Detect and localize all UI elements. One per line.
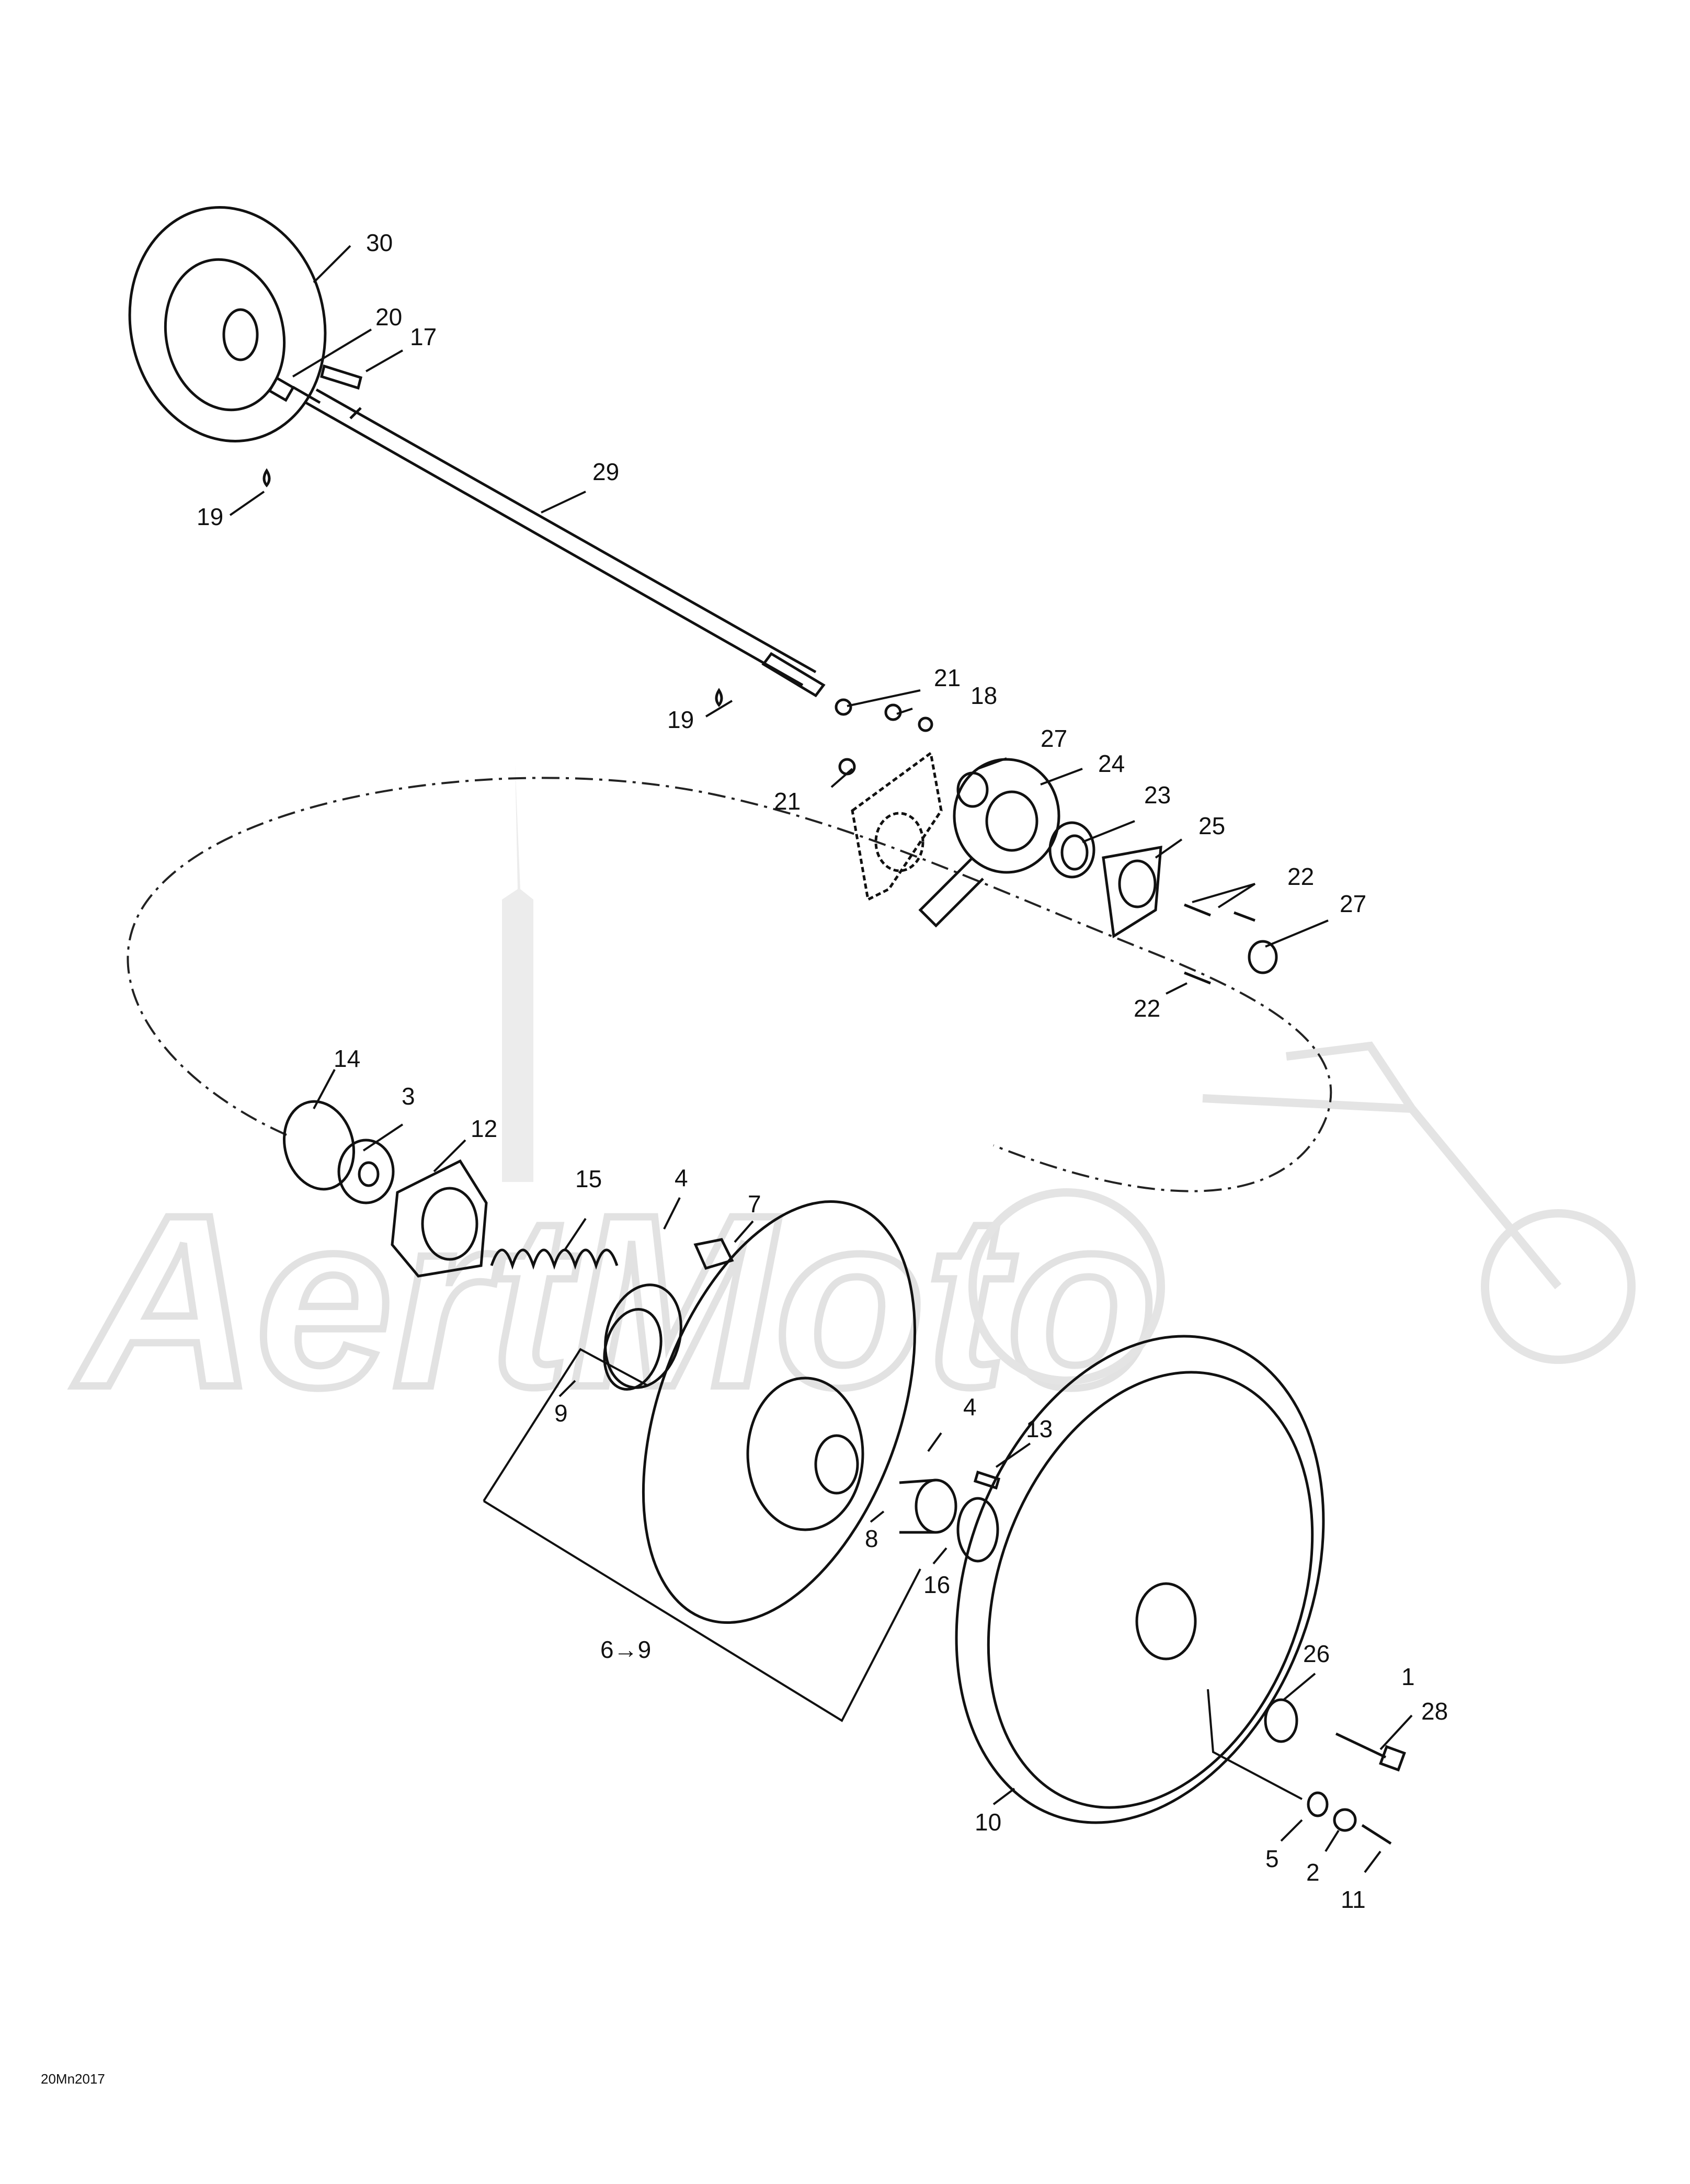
callout-17: 17 xyxy=(410,323,437,350)
bushing-8 xyxy=(899,1478,957,1534)
driven-shaft xyxy=(292,385,826,698)
callout-1: 1 xyxy=(1401,1663,1415,1690)
nut-screw-20 xyxy=(267,376,295,402)
watermark: AertMoto xyxy=(67,764,1636,1442)
callout-9: 9 xyxy=(554,1400,568,1427)
bearing-plate-24 xyxy=(918,758,1060,928)
callout-12: 12 xyxy=(471,1115,497,1142)
callout-23: 23 xyxy=(1144,781,1171,809)
callout-22: 22 xyxy=(1287,863,1314,890)
callout-28: 28 xyxy=(1421,1698,1448,1725)
callout-22: 22 xyxy=(1134,995,1160,1022)
washer-16 xyxy=(956,1497,999,1563)
retainer-25 xyxy=(1102,845,1162,939)
callout-20: 20 xyxy=(375,303,402,331)
washer-5-nut-2-screw-11 xyxy=(1307,1791,1392,1845)
circlip-14 xyxy=(282,1100,356,1191)
callout-5: 5 xyxy=(1265,1845,1279,1872)
lube-drop-icon xyxy=(262,468,723,707)
bushing-9 xyxy=(603,1283,682,1391)
fixed-sheave xyxy=(128,206,327,442)
callout-8: 8 xyxy=(865,1525,878,1552)
callout-2: 2 xyxy=(1306,1859,1320,1886)
callout-25: 25 xyxy=(1198,812,1225,839)
bolt-28 xyxy=(1335,1732,1406,1772)
callout-19: 19 xyxy=(667,706,694,733)
callout-29: 29 xyxy=(592,458,619,485)
callout-4: 4 xyxy=(963,1393,977,1420)
washer-3 xyxy=(337,1139,395,1204)
callout-30: 30 xyxy=(366,229,393,256)
movable-sheave xyxy=(642,1200,917,1624)
o-ring-27 xyxy=(956,771,1278,974)
cam-12 xyxy=(391,1159,488,1278)
callout-26: 26 xyxy=(1303,1640,1330,1667)
callout-18: 18 xyxy=(970,682,997,709)
drive-belt-outline xyxy=(127,777,1332,1192)
washer-26 xyxy=(1264,1698,1298,1743)
key-13 xyxy=(973,1470,1001,1490)
callout-14: 14 xyxy=(334,1045,360,1072)
spline-end xyxy=(761,652,826,698)
watermark-tower-icon xyxy=(502,764,533,1182)
callout-19: 19 xyxy=(197,503,223,530)
callout-16: 16 xyxy=(923,1571,950,1598)
callout-13: 13 xyxy=(1026,1415,1053,1442)
bearing-23 xyxy=(1048,821,1095,879)
callout-27: 27 xyxy=(1340,890,1366,917)
callout-21: 21 xyxy=(774,788,801,815)
sheave-10 xyxy=(955,1335,1325,1824)
callout-3: 3 xyxy=(402,1083,415,1110)
callout-11: 11 xyxy=(1341,1886,1366,1913)
callout-24: 24 xyxy=(1098,750,1125,777)
bearing-bracket xyxy=(851,750,943,902)
callout-10: 10 xyxy=(975,1808,1001,1836)
slider-7 xyxy=(693,1238,734,1270)
figure-reference-code: 20Mn2017 xyxy=(41,2071,105,2087)
callout-4: 4 xyxy=(675,1164,688,1191)
callout-7: 7 xyxy=(748,1190,761,1218)
leader-lines xyxy=(229,245,1413,1873)
callout-labels: 30 20 17 29 19 19 21 18 21 27 24 23 25 2… xyxy=(197,229,1448,1913)
watermark-motorcycle-icon xyxy=(968,1041,1636,1385)
screws-22 xyxy=(1184,903,1255,985)
callout-6-to-9: 6→9 xyxy=(600,1636,651,1663)
key xyxy=(320,364,362,390)
callout-21: 21 xyxy=(934,664,961,691)
watermark-text: AertMoto xyxy=(71,1164,1157,1438)
callout-27: 27 xyxy=(1041,725,1067,752)
callout-15: 15 xyxy=(575,1165,602,1192)
spring-15 xyxy=(490,1248,619,1270)
nuts-and-washers xyxy=(835,698,933,776)
